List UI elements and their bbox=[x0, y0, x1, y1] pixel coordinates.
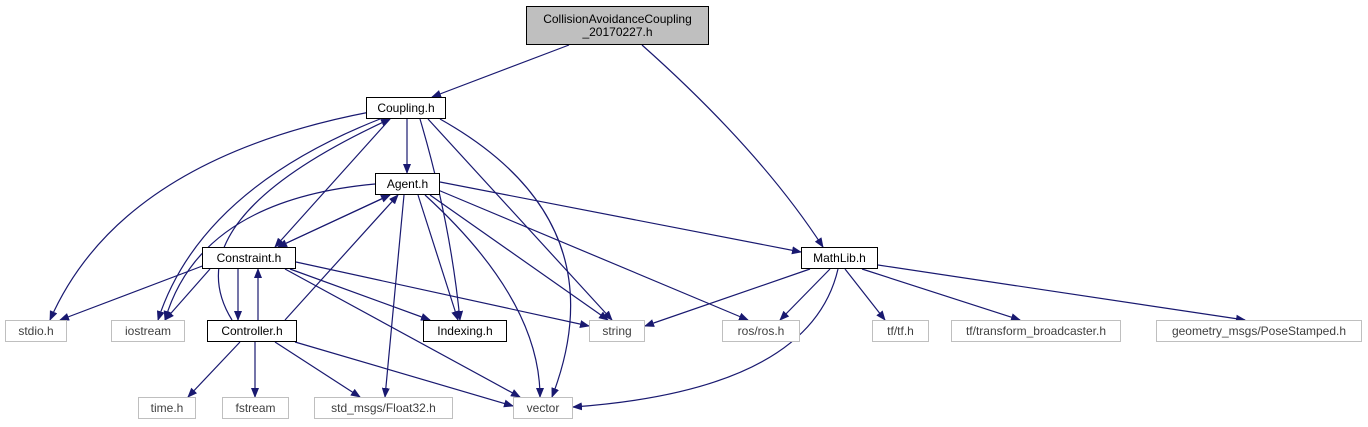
tfbroadcaster-label: tf/transform_broadcaster.h bbox=[965, 323, 1107, 338]
edge-agent-indexing bbox=[417, 194, 460, 321]
node-root-header[interactable]: CollisionAvoidanceCoupling _20170227.h bbox=[526, 6, 709, 45]
vector-label: vector bbox=[526, 400, 560, 415]
edge-mathlib-ros bbox=[779, 268, 831, 321]
edge-agent-ros bbox=[437, 189, 749, 321]
edge-controller-agent bbox=[284, 194, 399, 321]
edge-agent-mathlib bbox=[439, 181, 802, 255]
edge-controller-vector bbox=[294, 341, 514, 408]
node-time-h[interactable]: time.h bbox=[138, 397, 196, 419]
edge-coupling-string bbox=[427, 118, 613, 321]
node-stdio-h[interactable]: stdio.h bbox=[5, 320, 67, 342]
edge-constraint-string bbox=[295, 261, 590, 328]
time-label: time.h bbox=[150, 400, 184, 415]
edge-constraint-vector bbox=[284, 268, 521, 398]
node-tf-transform-broadcaster-h[interactable]: tf/transform_broadcaster.h bbox=[951, 320, 1121, 342]
edge-constraint-stdio bbox=[59, 264, 206, 321]
iostream-label: iostream bbox=[124, 323, 171, 338]
constraint-label: Constraint.h bbox=[216, 250, 282, 265]
string-label: string bbox=[602, 323, 632, 338]
tf-label: tf/tf.h bbox=[887, 323, 914, 338]
edge-coupling-iostream bbox=[156, 118, 381, 321]
node-fstream[interactable]: fstream bbox=[222, 397, 289, 419]
edge-agent-string bbox=[429, 194, 609, 321]
edge-constraint-indexing bbox=[289, 268, 431, 321]
node-tf-tf-h[interactable]: tf/tf.h bbox=[872, 320, 929, 342]
agent-label: Agent.h bbox=[386, 176, 429, 191]
edge-root-coupling bbox=[431, 44, 570, 98]
root-label-line1: CollisionAvoidanceCoupling bbox=[543, 11, 692, 26]
edge-coupling-constraint bbox=[274, 118, 391, 248]
posestamped-label: geometry_msgs/PoseStamped.h bbox=[1171, 323, 1347, 338]
node-agent-h[interactable]: Agent.h bbox=[375, 173, 440, 195]
node-iostream[interactable]: iostream bbox=[111, 320, 185, 342]
edge-agent-float32 bbox=[381, 194, 405, 398]
edge-mathlib-posestamped bbox=[877, 264, 1246, 323]
node-coupling-h[interactable]: Coupling.h bbox=[366, 97, 446, 119]
node-ros-ros-h[interactable]: ros/ros.h bbox=[722, 320, 800, 342]
edge-mathlib-vector bbox=[572, 268, 839, 411]
edge-controller-float32 bbox=[274, 341, 361, 398]
edge-mathlib-tf bbox=[844, 268, 886, 321]
node-geometry-msgs-posestamped-h[interactable]: geometry_msgs/PoseStamped.h bbox=[1156, 320, 1362, 342]
edge-controller-time bbox=[187, 341, 241, 398]
edge-coupling-vector bbox=[439, 118, 572, 398]
edge-coupling-stdio bbox=[49, 111, 371, 321]
node-controller-h[interactable]: Controller.h bbox=[207, 320, 297, 342]
edge-root-mathlib bbox=[641, 44, 824, 248]
controller-label: Controller.h bbox=[221, 323, 283, 338]
stdio-label: stdio.h bbox=[18, 323, 54, 338]
node-mathlib-h[interactable]: MathLib.h bbox=[801, 247, 878, 269]
node-vector[interactable]: vector bbox=[513, 397, 573, 419]
node-constraint-h[interactable]: Constraint.h bbox=[202, 247, 296, 269]
edge-coupling-indexing bbox=[419, 118, 464, 321]
indexing-label: Indexing.h bbox=[437, 323, 493, 338]
edge-controller-coupling bbox=[217, 118, 391, 321]
edge-constraint-agent bbox=[277, 194, 391, 248]
fstream-label: fstream bbox=[235, 400, 276, 415]
coupling-label: Coupling.h bbox=[377, 100, 435, 115]
node-std-msgs-float32-h[interactable]: std_msgs/Float32.h bbox=[314, 397, 453, 419]
ros-label: ros/ros.h bbox=[737, 323, 785, 338]
edge-agent-vector bbox=[424, 194, 544, 398]
mathlib-label: MathLib.h bbox=[813, 250, 866, 265]
edge-mathlib-broadcaster bbox=[861, 268, 1021, 322]
edge-mathlib-string bbox=[644, 268, 811, 327]
node-indexing-h[interactable]: Indexing.h bbox=[423, 320, 507, 342]
root-label-line2: _20170227.h bbox=[582, 24, 653, 39]
edge-constraint-iostream bbox=[164, 268, 211, 321]
float32-label: std_msgs/Float32.h bbox=[331, 400, 436, 415]
node-string[interactable]: string bbox=[589, 320, 645, 342]
